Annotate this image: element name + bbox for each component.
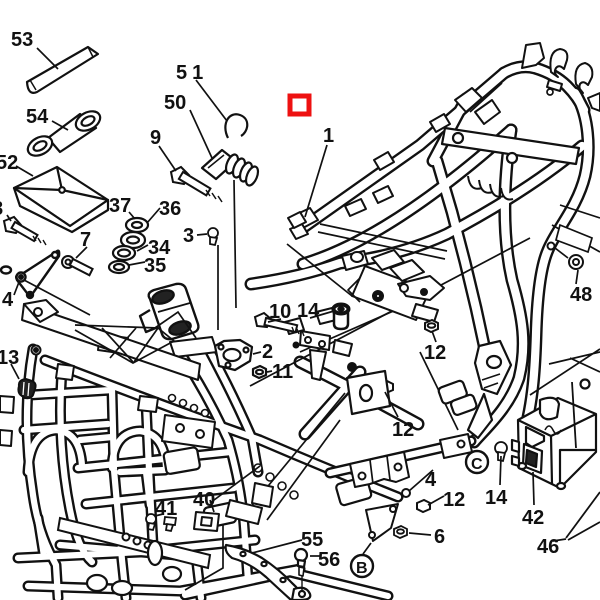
svg-text:2: 2 xyxy=(262,341,273,363)
svg-text:55: 55 xyxy=(301,529,323,551)
svg-text:8: 8 xyxy=(0,198,3,220)
svg-text:B: B xyxy=(356,560,368,577)
svg-text:35: 35 xyxy=(144,255,166,277)
svg-text:9: 9 xyxy=(150,127,161,149)
svg-text:54: 54 xyxy=(26,106,49,128)
svg-text:14: 14 xyxy=(485,487,508,509)
svg-text:4: 4 xyxy=(425,469,437,491)
svg-text:48: 48 xyxy=(570,284,592,306)
svg-text:34: 34 xyxy=(148,237,171,259)
svg-text:51: 51 xyxy=(176,62,208,84)
svg-text:40: 40 xyxy=(193,489,215,511)
svg-text:56: 56 xyxy=(318,549,340,571)
svg-text:12: 12 xyxy=(443,489,465,511)
svg-text:37: 37 xyxy=(109,195,131,217)
svg-text:12: 12 xyxy=(392,419,414,441)
svg-text:11: 11 xyxy=(272,361,293,383)
svg-text:50: 50 xyxy=(164,92,186,114)
svg-text:1: 1 xyxy=(323,125,334,147)
svg-text:42: 42 xyxy=(522,507,544,529)
svg-text:41: 41 xyxy=(155,498,177,520)
svg-text:53: 53 xyxy=(11,29,33,51)
svg-text:C: C xyxy=(471,456,483,473)
svg-text:10: 10 xyxy=(269,301,291,323)
svg-text:3: 3 xyxy=(183,225,194,247)
svg-text:7: 7 xyxy=(80,229,91,251)
svg-text:6: 6 xyxy=(434,526,445,548)
svg-text:14: 14 xyxy=(297,300,320,322)
svg-text:46: 46 xyxy=(537,536,559,558)
svg-text:4: 4 xyxy=(2,289,14,311)
svg-text:12: 12 xyxy=(424,342,446,364)
svg-text:13: 13 xyxy=(0,347,19,369)
svg-text:52: 52 xyxy=(0,152,18,174)
svg-text:36: 36 xyxy=(159,198,181,220)
